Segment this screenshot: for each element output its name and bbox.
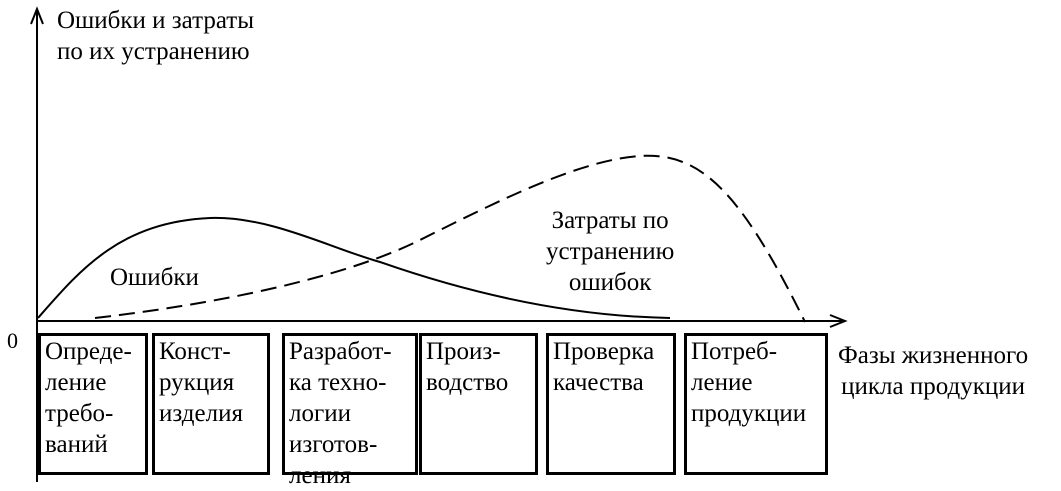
origin-label: 0 (7, 328, 18, 353)
phase-box-design: Конст- рукция изделия (152, 333, 270, 475)
phase-label: Потреб- ление продукции (691, 338, 807, 427)
costs-label: Затраты по устранению ошибок (546, 207, 675, 296)
phase-box-consumption: Потреб- ление продукции (684, 333, 828, 475)
x-axis-label: Фазы жизненного цикла продукции (838, 342, 1029, 400)
phase-label: Конст- рукция изделия (159, 338, 243, 427)
phase-label: Произ- водство (426, 338, 509, 396)
phase-label: Опреде- ление требо- ваний (45, 338, 132, 458)
costs-curve (94, 154, 806, 323)
phase-box-requirements: Опреде- ление требо- ваний (38, 333, 148, 475)
phase-box-technology: Разработ- ка техно- логии изготов- ления (282, 333, 418, 489)
phase-label: Разработ- ка техно- логии изготов- ления (289, 338, 392, 489)
errors-label: Ошибки (110, 264, 199, 291)
phase-label: Проверка качества (553, 338, 655, 396)
x-axis-arrow (829, 314, 848, 328)
errors-curve (37, 216, 671, 319)
y-axis-arrow (30, 6, 44, 25)
phase-box-quality-check: Проверка качества (546, 333, 676, 475)
y-axis-label: Ошибки и затраты по их устранению (57, 7, 255, 65)
phase-box-production: Произ- водство (419, 333, 538, 475)
